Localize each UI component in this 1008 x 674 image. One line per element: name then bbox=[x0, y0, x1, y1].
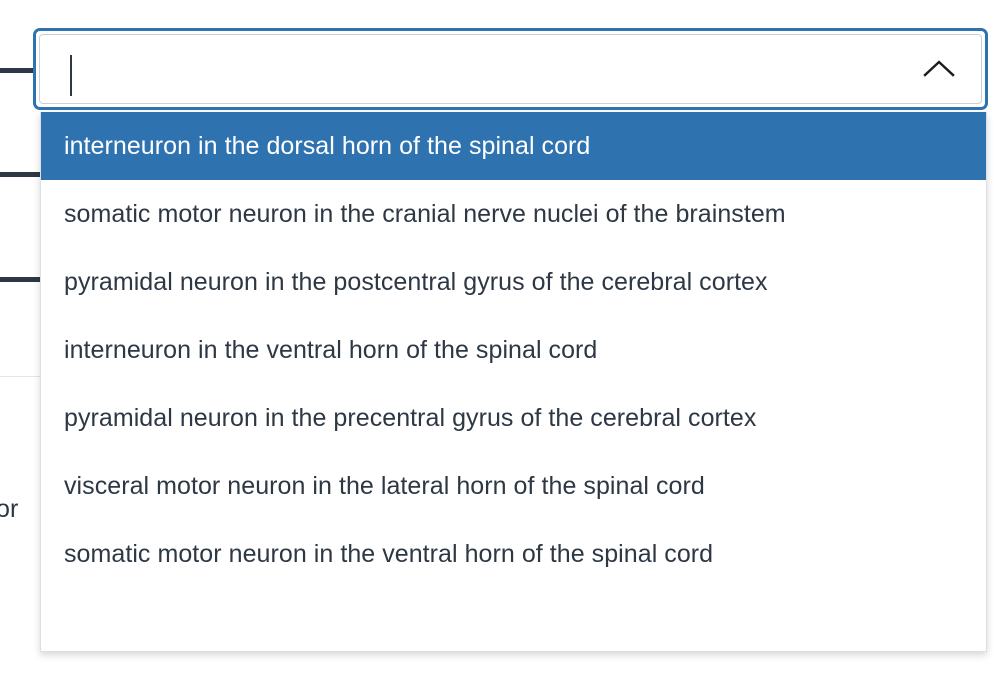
text-caret bbox=[70, 55, 72, 96]
list-item[interactable]: somatic motor neuron in the cranial nerv… bbox=[41, 180, 986, 248]
chevron-up-icon[interactable] bbox=[897, 35, 981, 103]
list-item[interactable]: visceral motor neuron in the lateral hor… bbox=[41, 452, 986, 520]
list-item[interactable]: interneuron in the dorsal horn of the sp… bbox=[41, 112, 986, 180]
list-item[interactable]: pyramidal neuron in the postcentral gyru… bbox=[41, 248, 986, 316]
background-partial-text: or bbox=[0, 495, 19, 523]
combobox-inner bbox=[39, 34, 982, 104]
list-item[interactable]: pyramidal neuron in the precentral gyrus… bbox=[41, 384, 986, 452]
background-rule-3 bbox=[0, 277, 42, 282]
search-input[interactable] bbox=[40, 35, 897, 103]
list-item[interactable]: somatic motor neuron in the ventral horn… bbox=[41, 520, 986, 588]
list-item[interactable]: interneuron in the ventral horn of the s… bbox=[41, 316, 986, 384]
background-rule-1 bbox=[0, 68, 42, 73]
background-divider bbox=[0, 376, 42, 377]
combobox-listbox[interactable]: interneuron in the dorsal horn of the sp… bbox=[40, 112, 987, 652]
background-rule-2 bbox=[0, 172, 42, 177]
combobox[interactable] bbox=[33, 28, 988, 110]
